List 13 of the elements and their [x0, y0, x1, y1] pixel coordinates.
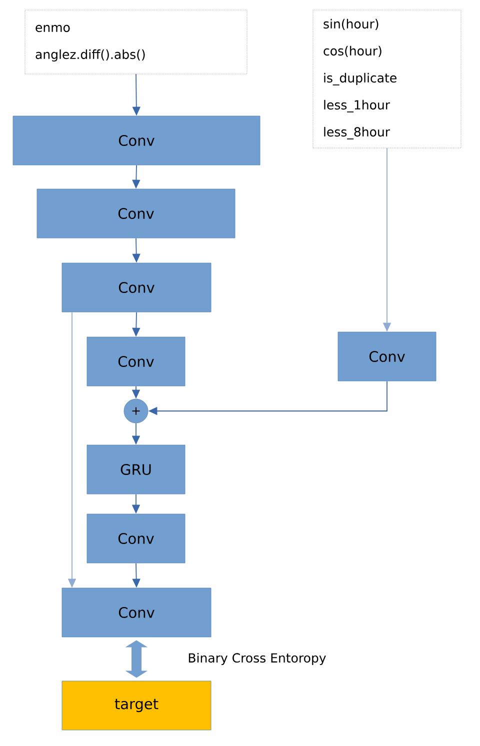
layer-box: Conv	[86, 336, 186, 386]
layer-box: GRU	[86, 444, 186, 494]
layer-box: Conv	[62, 588, 212, 638]
feature-list-box: enmo anglez.diff().abs()	[24, 10, 248, 74]
feature-list-box: sin(hour) cos(hour) is_duplicate less_1hour less_8hour	[312, 10, 462, 148]
edge-label: Binary Cross Entoropy	[186, 652, 328, 666]
layer-box: Conv	[86, 514, 186, 564]
double-arrow	[125, 640, 148, 678]
layer-box: Conv	[36, 188, 236, 238]
target-box: target	[62, 680, 212, 730]
layer-box: Conv	[338, 332, 436, 382]
layer-box: Conv	[12, 116, 260, 166]
layer-box: Conv	[62, 262, 212, 312]
